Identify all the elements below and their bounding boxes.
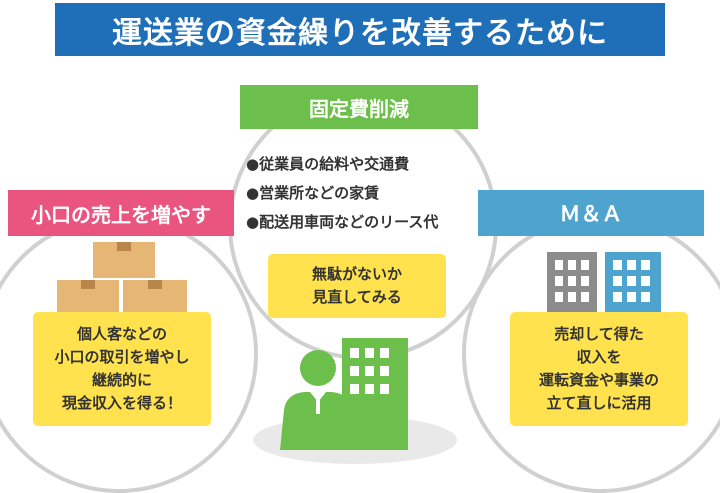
note-m-and-a: 売却して得た 収入を 運転資金や事業の 立て直しに活用	[510, 312, 688, 426]
note-line: 無駄がないか	[311, 265, 402, 283]
bullet-item: ●従業員の給料や交通費	[246, 155, 410, 173]
note-line: 小口の取引を増やし	[54, 348, 190, 366]
note-line: 運転資金や事業の	[538, 371, 659, 389]
bullet-item: ●営業所などの家賃	[246, 184, 380, 202]
note-line: 収入を	[576, 348, 622, 366]
page-title: 運送業の資金繰りを改善するために	[112, 15, 608, 51]
note-line: 継続的に	[91, 371, 152, 389]
title-banner: 運送業の資金繰りを改善するために	[55, 3, 665, 56]
note-line: 売却して得た	[554, 325, 644, 343]
cardboard-boxes-icon	[57, 242, 187, 318]
label-fixed-cost-text: 固定費削減	[309, 96, 409, 121]
note-fixed-cost: 無駄がないか 見直してみる	[268, 254, 446, 318]
note-line: 見直してみる	[312, 288, 402, 306]
note-line: 立て直しに活用	[546, 394, 652, 412]
label-small-sales-text: 小口の売上を増やす	[31, 202, 211, 227]
note-line: 個人客などの	[76, 325, 167, 343]
note-small-sales: 個人客などの 小口の取引を増やし 継続的に 現金収入を得る！	[33, 312, 211, 426]
label-m-and-a-text: Ｍ＆Ａ	[559, 202, 623, 226]
label-small-sales: 小口の売上を増やす	[8, 190, 234, 236]
label-fixed-cost: 固定費削減	[240, 85, 478, 129]
note-line: 現金収入を得る！	[61, 394, 182, 412]
bullet-item: ●配送用車両などのリース代	[246, 213, 439, 231]
businessperson-with-building-icon	[253, 338, 457, 464]
office-buildings-icon	[547, 252, 661, 323]
fixed-cost-bullets: ●従業員の給料や交通費 ●営業所などの家賃 ●配送用車両などのリース代	[246, 150, 438, 237]
label-m-and-a: Ｍ＆Ａ	[478, 190, 704, 236]
